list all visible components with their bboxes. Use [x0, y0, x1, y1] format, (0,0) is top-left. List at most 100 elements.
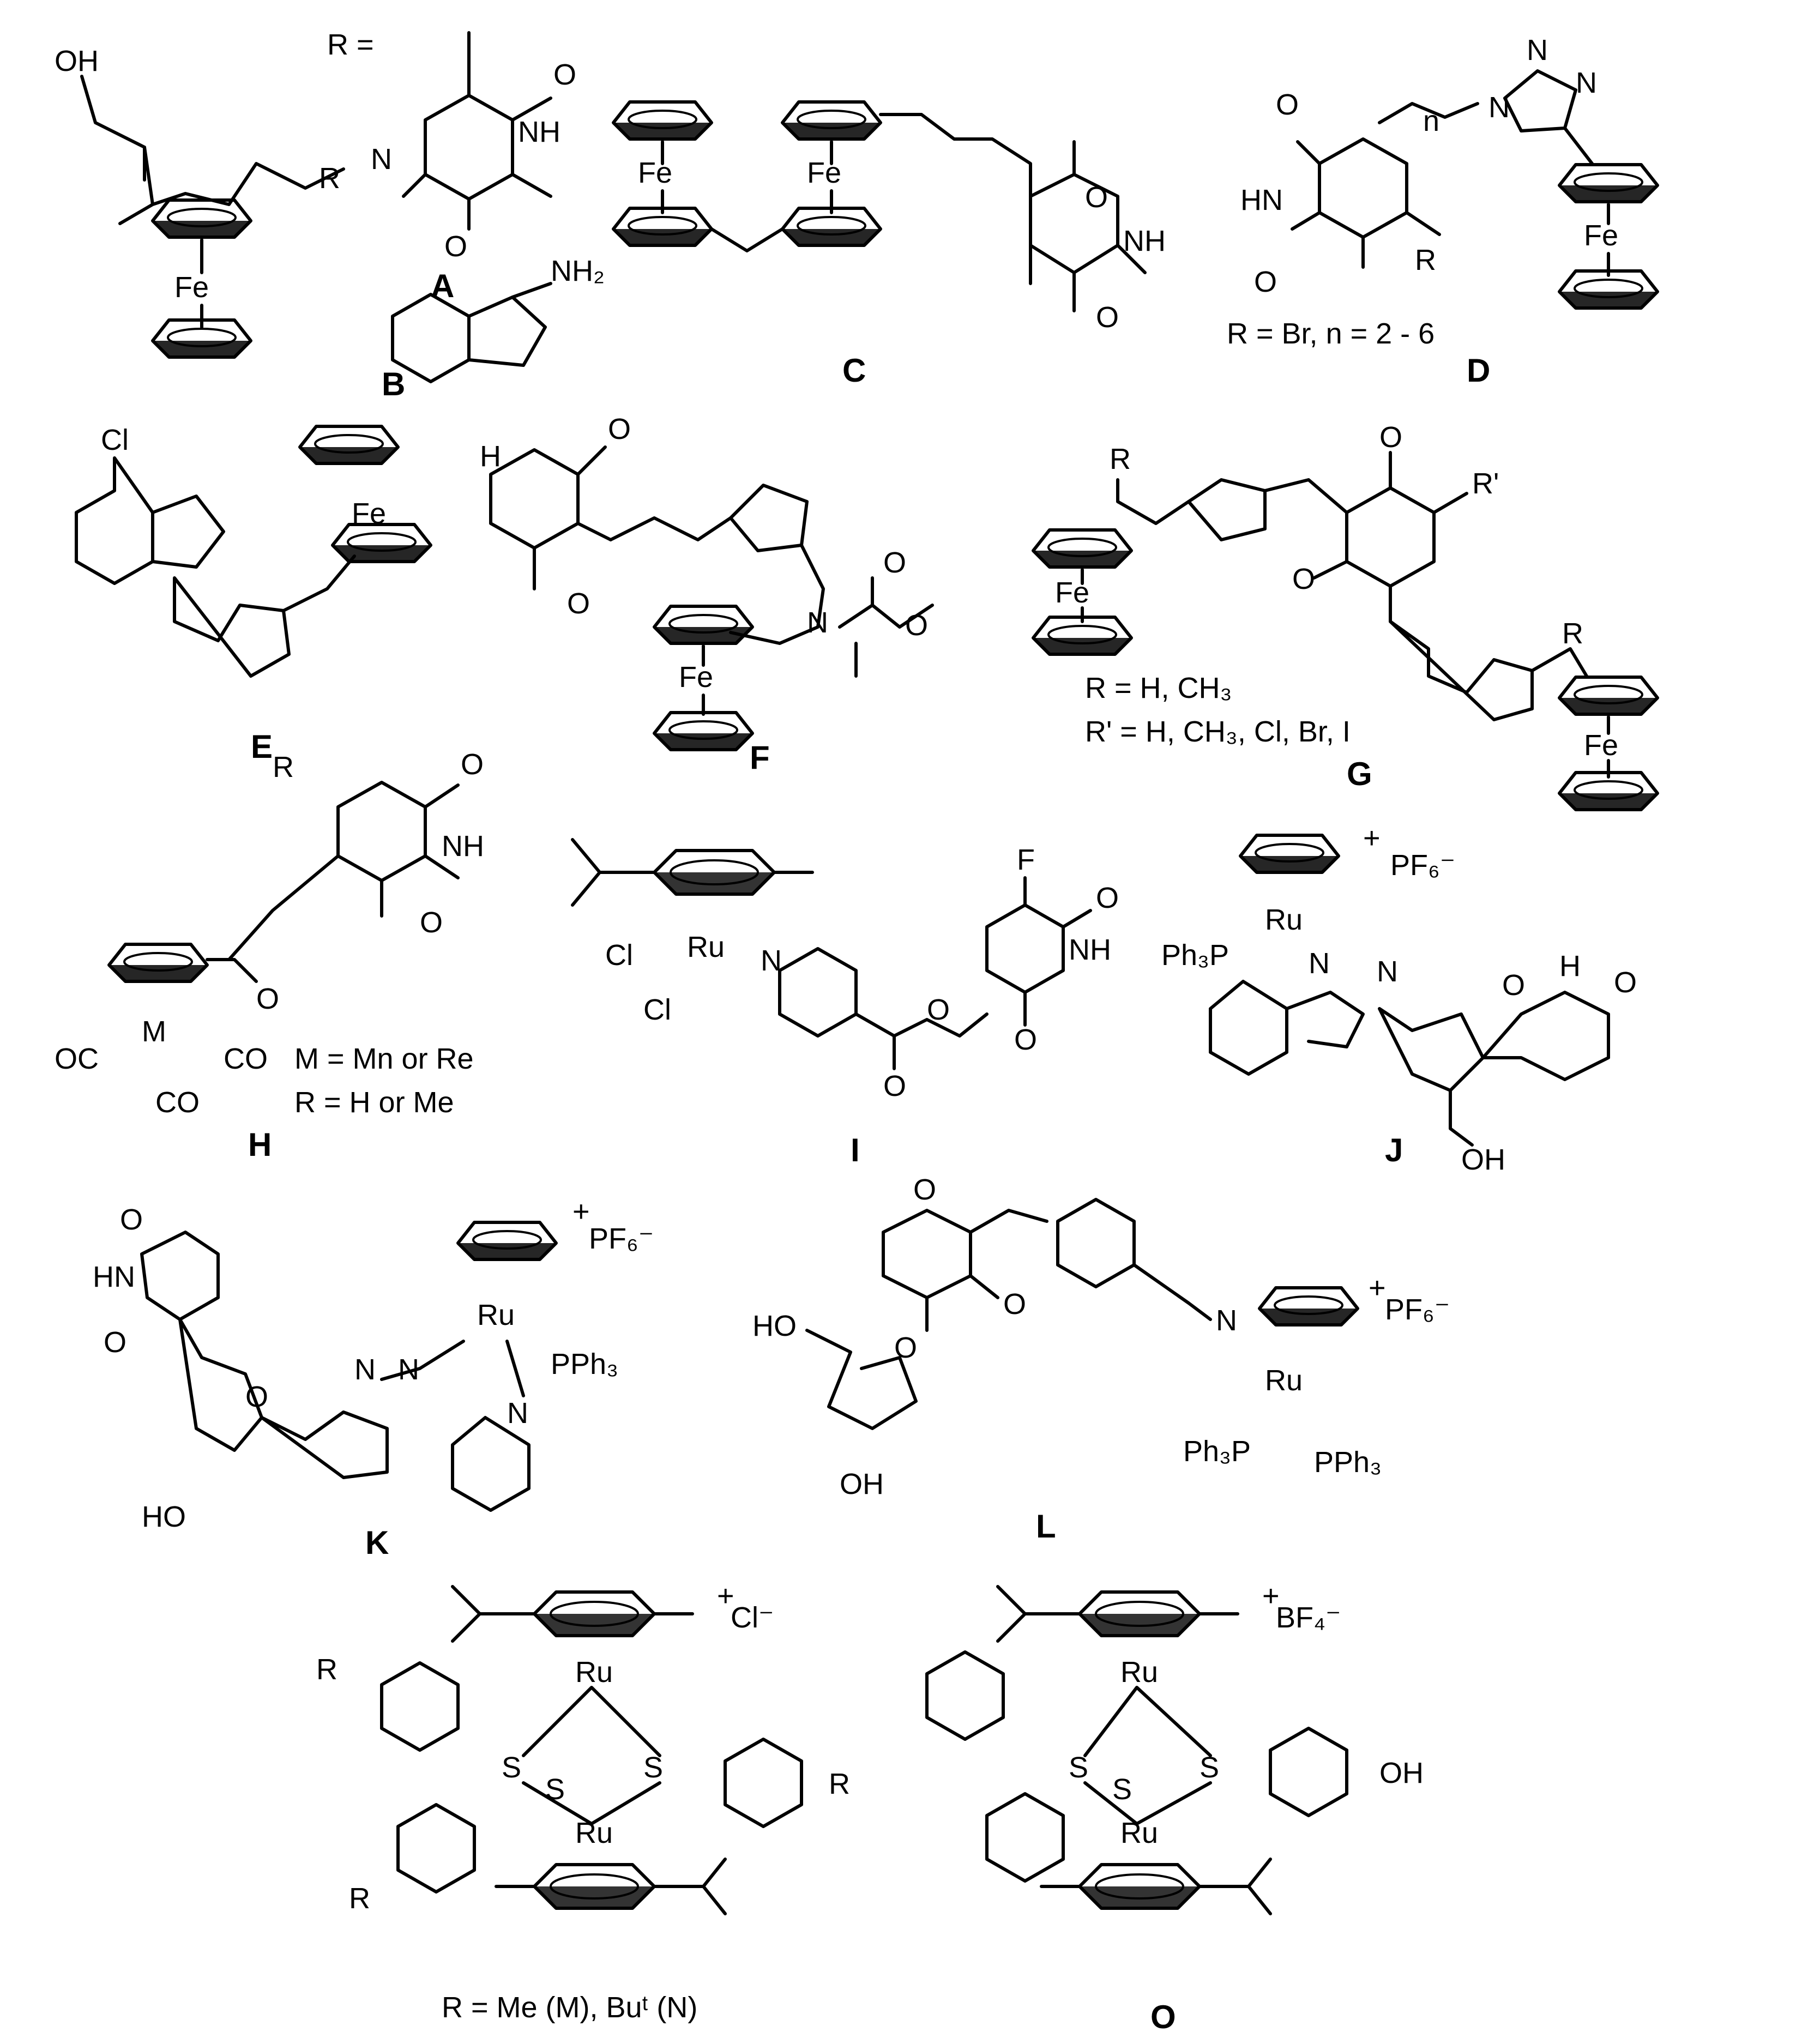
atom-oh: OH: [55, 45, 99, 77]
label-F: F: [750, 739, 770, 776]
label-A: A: [431, 268, 454, 304]
ligand-ph3p: Ph₃P: [1183, 1435, 1251, 1468]
compound-H: R O NH O O OC M CO CO M = Mn or Re R = H…: [55, 748, 484, 1163]
compound-O: + BF₄⁻ Ru Ru S S S OH O: [927, 1579, 1424, 2035]
atom-nh2: NH₂: [551, 255, 605, 287]
atom-o: O: [1292, 563, 1315, 595]
atom-n: N: [507, 1397, 528, 1430]
counterion-cl: Cl⁻: [731, 1601, 774, 1634]
atom-r: R: [316, 1653, 337, 1686]
atom-fe: Fe: [638, 156, 672, 189]
compound-L: O O N HO O OH + PF₆⁻ Ru Ph₃P PPh₃ L: [752, 1173, 1450, 1545]
label-J: J: [1385, 1132, 1403, 1168]
atom-hn: HN: [93, 1261, 135, 1293]
compound-J: + PF₆⁻ Ru Ph₃P N N OH O H O J: [1161, 822, 1637, 1176]
atom-n: N: [761, 944, 782, 977]
atom-ru: Ru: [687, 931, 725, 963]
caption-G1: R = H, CH₃: [1085, 672, 1232, 704]
atom-ho: HO: [142, 1500, 186, 1533]
label-E: E: [251, 728, 273, 765]
atom-s: S: [502, 1751, 521, 1784]
atom-n: N: [1309, 947, 1330, 980]
compound-E: Cl Fe E: [75, 424, 431, 765]
counterion-plus: +: [1262, 1579, 1280, 1612]
atom-o: O: [1614, 966, 1637, 999]
ligand-oc: OC: [55, 1042, 99, 1075]
atom-cl: Cl: [643, 993, 671, 1026]
atom-ru: Ru: [1265, 903, 1303, 936]
compound-D: O HN O R n N N N Fe R = Br, n = 2 - 6 D: [1227, 34, 1658, 389]
compound-G: R O R' O Fe R Fe R = H, CH₃ R' = H, CH₃,…: [1033, 421, 1658, 810]
atom-o: O: [1276, 88, 1299, 121]
atom-m: M: [142, 1015, 166, 1048]
atom-hn: HN: [1240, 184, 1283, 216]
atom-cl: Cl: [101, 424, 129, 456]
atom-o: O: [1254, 266, 1277, 298]
atom-o: O: [1003, 1288, 1026, 1321]
label-L: L: [1036, 1508, 1056, 1545]
atom-nh: NH: [1123, 225, 1166, 257]
atom-n: N: [1527, 34, 1548, 67]
counterion-plus: +: [1369, 1271, 1386, 1304]
compound-ferrocene-alcohol: OH Fe R: [55, 45, 345, 357]
atom-ru: Ru: [575, 1656, 613, 1689]
label-H: H: [248, 1126, 272, 1163]
caption-G2: R' = H, CH₃, Cl, Br, I: [1085, 715, 1351, 748]
ligand-ph3p: Ph₃P: [1161, 939, 1229, 972]
counterion-bf4: BF₄⁻: [1276, 1601, 1341, 1634]
atom-n: N: [1576, 67, 1597, 99]
counterion-pf6: PF₆⁻: [589, 1222, 654, 1255]
atom-r-prime: R': [1472, 467, 1499, 500]
caption-H2: R = H or Me: [294, 1086, 454, 1119]
r-equals: R =: [327, 28, 374, 61]
atom-r: R: [349, 1882, 370, 1915]
counterion-plus: +: [572, 1195, 590, 1228]
ligand-co: CO: [155, 1086, 200, 1119]
counterion-pf6: PF₆⁻: [1385, 1293, 1450, 1326]
atom-n: N: [371, 143, 392, 176]
counterion-plus: +: [717, 1579, 734, 1612]
atom-nh: NH: [1069, 933, 1111, 966]
atom-o: O: [1014, 1023, 1037, 1056]
atom-ru: Ru: [477, 1299, 515, 1331]
atom-nh: NH: [442, 830, 484, 863]
atom-o: O: [444, 230, 467, 263]
atom-o: O: [245, 1380, 268, 1413]
label-O: O: [1150, 1999, 1176, 2035]
atom-o: O: [1085, 181, 1108, 214]
atom-o: O: [461, 748, 484, 781]
label-I: I: [851, 1132, 860, 1168]
atom-o: O: [1502, 969, 1525, 1002]
atom-ru: Ru: [1265, 1364, 1303, 1397]
atom-o: O: [256, 982, 279, 1015]
atom-o: O: [420, 906, 443, 939]
atom-fe: Fe: [352, 497, 386, 530]
compound-M-N: + Cl⁻ Ru Ru S S S R R R R = Me (M), Buᵗ …: [316, 1579, 850, 2024]
atom-r: R: [319, 162, 340, 195]
atom-o: O: [905, 609, 928, 642]
atom-r: R: [829, 1768, 850, 1800]
atom-o: O: [1096, 882, 1119, 914]
compound-F: H O O Fe N O O F: [480, 413, 934, 776]
counterion-pf6: PF₆⁻: [1390, 849, 1455, 882]
compound-A: R = O NH O N A: [327, 28, 576, 304]
atom-f: F: [1017, 843, 1035, 876]
counterion-plus: +: [1363, 822, 1381, 854]
atom-r: R: [1110, 443, 1131, 475]
caption-D: R = Br, n = 2 - 6: [1227, 317, 1435, 350]
ligand-pph3: PPh₃: [551, 1348, 618, 1380]
atom-fe: Fe: [174, 271, 209, 304]
atom-r: R: [273, 751, 294, 783]
atom-ru: Ru: [1120, 1656, 1158, 1689]
atom-s: S: [1112, 1773, 1132, 1806]
atom-fe: Fe: [1055, 576, 1089, 609]
atom-fe: Fe: [1584, 729, 1618, 762]
atom-ho: HO: [752, 1310, 797, 1342]
label-G: G: [1347, 756, 1372, 792]
atom-n-subscript: n: [1423, 105, 1439, 137]
atom-o: O: [104, 1326, 126, 1359]
compound-K: O HN O O HO + PF₆⁻ Ru PPh₃ N N N K: [93, 1195, 654, 1561]
atom-o: O: [894, 1331, 917, 1364]
atom-h: H: [1559, 950, 1581, 982]
caption-H1: M = Mn or Re: [294, 1042, 474, 1075]
